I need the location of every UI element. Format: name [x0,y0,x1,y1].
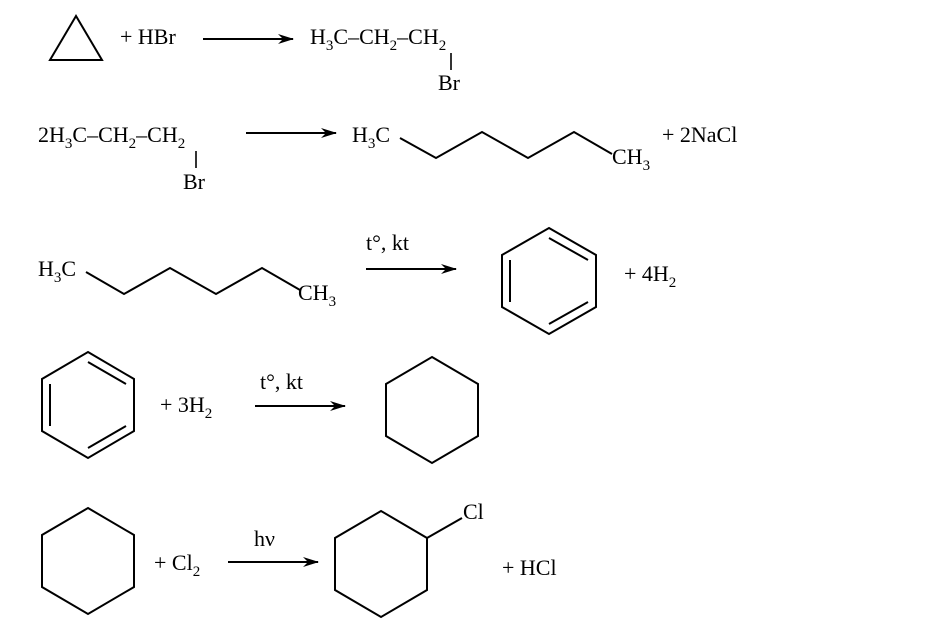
r2-product-left-label: H3C [352,122,390,152]
r3-reactant-right-label: CH3 [298,280,336,310]
r3-reactant-left-label: H3C [38,256,76,286]
reaction-4: + 3H2 t°, kt [41,350,479,465]
reaction-2: 2H3C–CH2–CH2 Br H3C CH3 + 2NaCl [38,122,737,194]
r3-condition: t°, kt [366,230,409,255]
cyclopropane-structure [48,14,104,61]
r5-condition: hν [254,526,275,551]
r5-cyclohexane-structure [41,506,135,616]
r4-benzene-structure [41,350,135,460]
r1-product-formula: H3C–CH2–CH2 [310,24,446,54]
r2-br-substituent: Br [183,169,206,194]
r2-byproduct: + 2NaCl [662,122,737,147]
r4-reagent: + 3H2 [160,392,212,422]
r5-byproduct: + HCl [502,555,557,580]
reaction-1: + HBr H3C–CH2–CH2 Br [48,14,461,95]
reaction-5: + Cl2 hν Cl + HCl [41,499,557,619]
reaction-3: H3C CH3 t°, kt + 4H2 [38,226,676,336]
r2-hexane-chain [399,130,613,160]
r3-byproduct: + 4H2 [624,261,676,291]
r3-hexane-chain [85,266,301,296]
r2-reactant-formula: 2H3C–CH2–CH2 [38,122,185,152]
r1-reagent: + HBr [120,24,176,49]
r5-chlorocyclohexane-structure [334,509,463,619]
r3-benzene-structure [501,226,597,336]
r4-cyclohexane-structure [385,355,479,465]
r5-cl-substituent: Cl [463,499,484,524]
r2-product-right-label: CH3 [612,144,650,174]
r1-br-substituent: Br [438,70,461,95]
r5-reagent: + Cl2 [154,550,200,580]
r4-condition: t°, kt [260,369,303,394]
